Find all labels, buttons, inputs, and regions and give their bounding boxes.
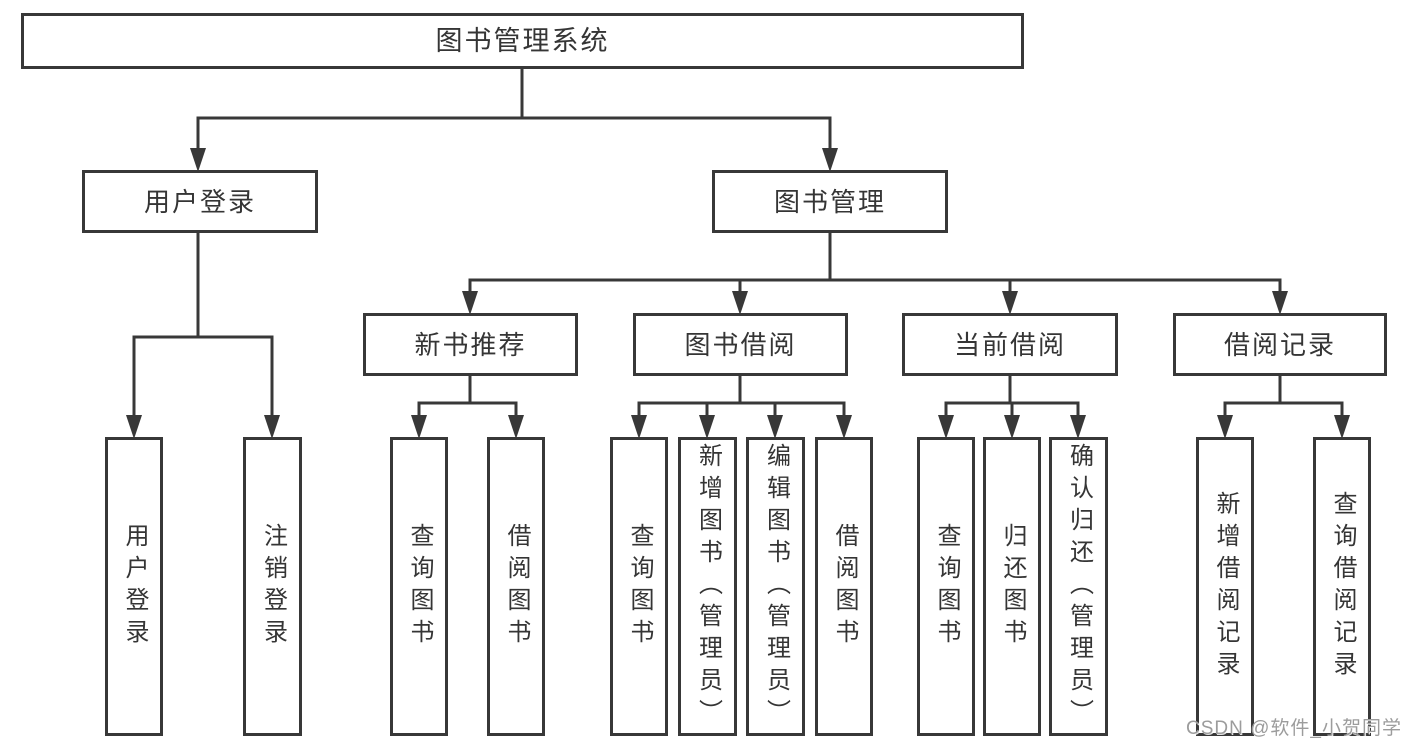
leaf-label: 借阅图书	[831, 522, 858, 651]
node-label: 图书借阅	[684, 329, 797, 360]
csdn-watermark: CSDN @软件_小贺同学	[1186, 718, 1402, 739]
leaf-label: 编辑图书（管理员）	[762, 442, 790, 731]
node-user-login: 用户登录	[82, 170, 318, 233]
leaf-label: 查询借阅记录	[1329, 490, 1356, 683]
node-label: 借阅记录	[1223, 329, 1336, 360]
leaf-newbook-query-books: 查询图书	[390, 437, 448, 736]
leaf-borrow-borrow-books: 借阅图书	[815, 437, 873, 736]
leaf-edit-book-admin: 编辑图书（管理员）	[746, 437, 805, 736]
leaf-confirm-return-admin: 确认归还（管理员）	[1049, 437, 1108, 736]
leaf-borrow-query-books: 查询图书	[610, 437, 668, 736]
leaf-newbook-borrow-books: 借阅图书	[487, 437, 545, 736]
node-current-borrow: 当前借阅	[902, 313, 1118, 376]
leaf-label: 新增借阅记录	[1212, 490, 1239, 683]
node-label: 用户登录	[143, 186, 256, 217]
node-label: 新书推荐	[414, 329, 527, 360]
node-new-book-recommend: 新书推荐	[363, 313, 578, 376]
leaf-return-book: 归还图书	[983, 437, 1041, 736]
node-borrow-record: 借阅记录	[1173, 313, 1387, 376]
leaf-add-borrow-record: 新增借阅记录	[1196, 437, 1254, 736]
leaf-label: 新增图书（管理员）	[694, 442, 722, 731]
leaf-label: 查询图书	[406, 522, 433, 651]
leaf-current-query-books: 查询图书	[917, 437, 975, 736]
node-label: 图书管理	[773, 186, 886, 217]
leaf-logout: 注销登录	[243, 437, 302, 736]
leaf-label: 查询图书	[933, 522, 960, 651]
leaf-user-login: 用户登录	[105, 437, 163, 736]
node-book-management: 图书管理	[712, 170, 948, 233]
leaf-add-book-admin: 新增图书（管理员）	[678, 437, 737, 736]
leaf-label: 借阅图书	[503, 522, 530, 651]
leaf-query-borrow-record: 查询借阅记录	[1313, 437, 1371, 736]
leaf-label: 查询图书	[626, 522, 653, 651]
leaf-label: 确认归还（管理员）	[1065, 442, 1093, 731]
leaf-label: 归还图书	[999, 522, 1026, 651]
leaf-label: 注销登录	[259, 522, 287, 651]
node-label: 图书管理系统	[435, 25, 610, 56]
node-label: 当前借阅	[953, 329, 1066, 360]
node-book-borrow: 图书借阅	[633, 313, 848, 376]
leaf-label: 用户登录	[121, 522, 148, 651]
node-library-management-system: 图书管理系统	[21, 13, 1024, 69]
